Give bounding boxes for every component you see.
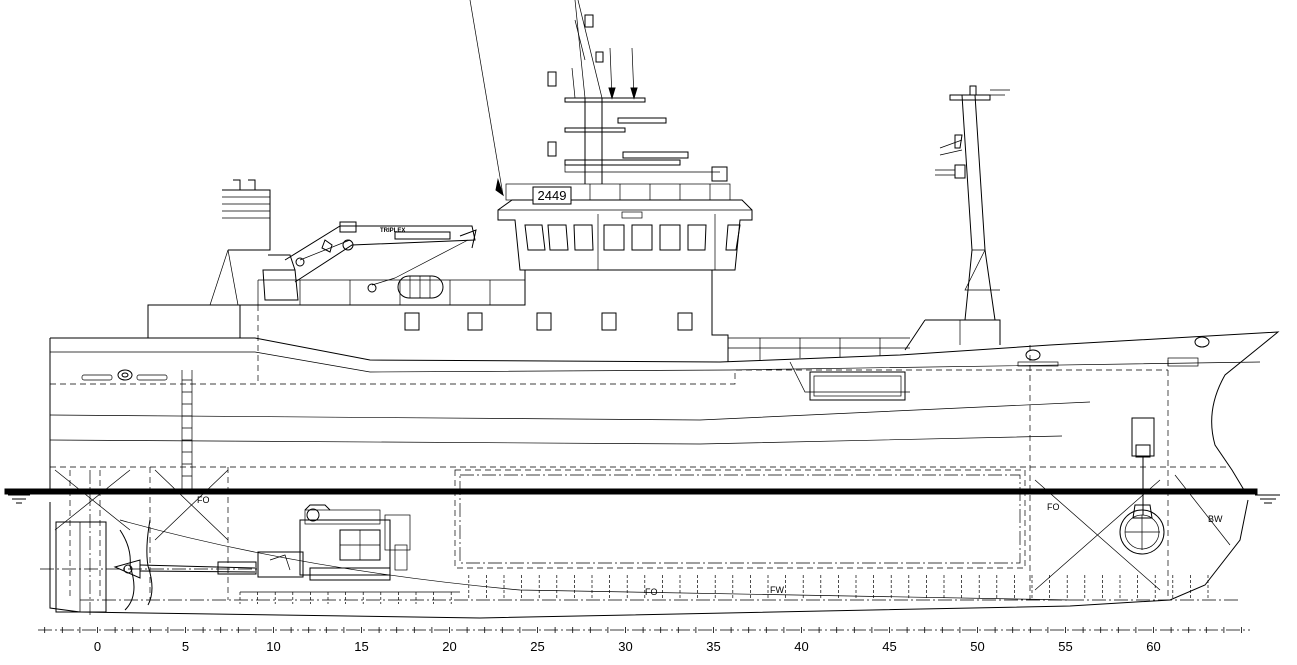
deck-crane: TRIPLEX [262,221,477,301]
frame-label: 0 [94,639,101,654]
frame-label: 20 [442,639,456,654]
frame-label: 60 [1146,639,1160,654]
label-fwd-fuel: FO [1047,502,1060,512]
frame-label: 10 [266,639,280,654]
frame-label: 15 [354,639,368,654]
propulsion [40,470,260,615]
foremast [935,85,1010,321]
bow-thruster [1119,417,1165,555]
frame-label: 35 [706,639,720,654]
frame-label: 25 [530,639,544,654]
crane-brand: TRIPLEX [380,228,405,234]
radar-mast [469,0,720,197]
hull [49,305,1280,619]
frame-label: 45 [882,639,896,654]
frame-label: 5 [182,639,189,654]
hull-number: 2449 [538,188,567,203]
compartment-labels: FO FO FW FO BW [197,495,1223,597]
frame-label: 50 [970,639,984,654]
label-ballast-water: BW [1208,514,1223,524]
label-aft-fuel: FO [197,495,210,505]
wheelhouse: 2449 [497,166,753,271]
label-db-fuel: FO [645,587,658,597]
frame-label: 55 [1058,639,1072,654]
funnel [222,179,271,251]
waterline [4,488,1280,504]
bottom-frames [239,575,1209,604]
main-engine [257,504,411,581]
label-fresh-water: FW [770,585,784,595]
frame-scale: 0 5 10 15 20 25 30 35 40 45 50 55 60 [38,627,1250,654]
upper-deck [147,249,1001,362]
frame-label: 30 [618,639,632,654]
ladder [181,370,193,490]
frame-label: 40 [794,639,808,654]
